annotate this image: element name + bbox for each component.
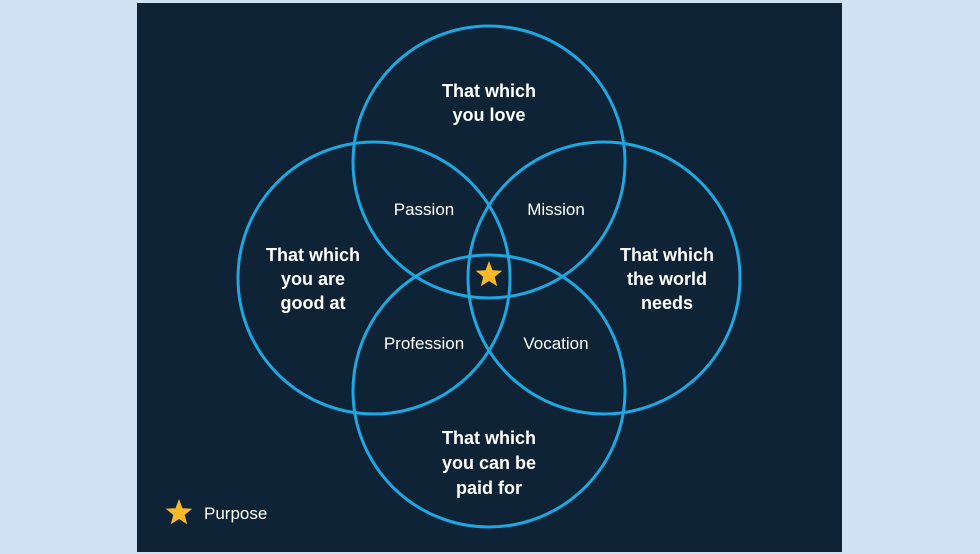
circle-paid-for [351, 253, 627, 529]
overlap-vocation-label: Vocation [523, 334, 588, 353]
left-circle-label-line3: good at [281, 293, 346, 313]
bottom-circle-label-line2: you can be [442, 453, 536, 473]
legend-star-icon [165, 499, 193, 525]
right-circle-label-line1: That which [620, 245, 714, 265]
legend-purpose-label: Purpose [204, 504, 267, 523]
bottom-circle-label-line1: That which [442, 428, 536, 448]
right-circle-label-line2: the world [627, 269, 707, 289]
circle-you-love [351, 24, 627, 300]
circle-world-needs [466, 140, 742, 416]
right-circle-label-line3: needs [641, 293, 693, 313]
bottom-circle-label-line3: paid for [456, 478, 522, 498]
overlap-profession-label: Profession [384, 334, 464, 353]
overlap-passion-label: Passion [394, 200, 454, 219]
star-icon [475, 261, 503, 287]
circle-good-at [236, 140, 512, 416]
overlap-mission-label: Mission [527, 200, 585, 219]
left-circle-label-line2: you are [281, 269, 345, 289]
top-circle-label-line1: That which [442, 81, 536, 101]
left-circle-label-line1: That which [266, 245, 360, 265]
top-circle-label-line2: you love [452, 105, 525, 125]
